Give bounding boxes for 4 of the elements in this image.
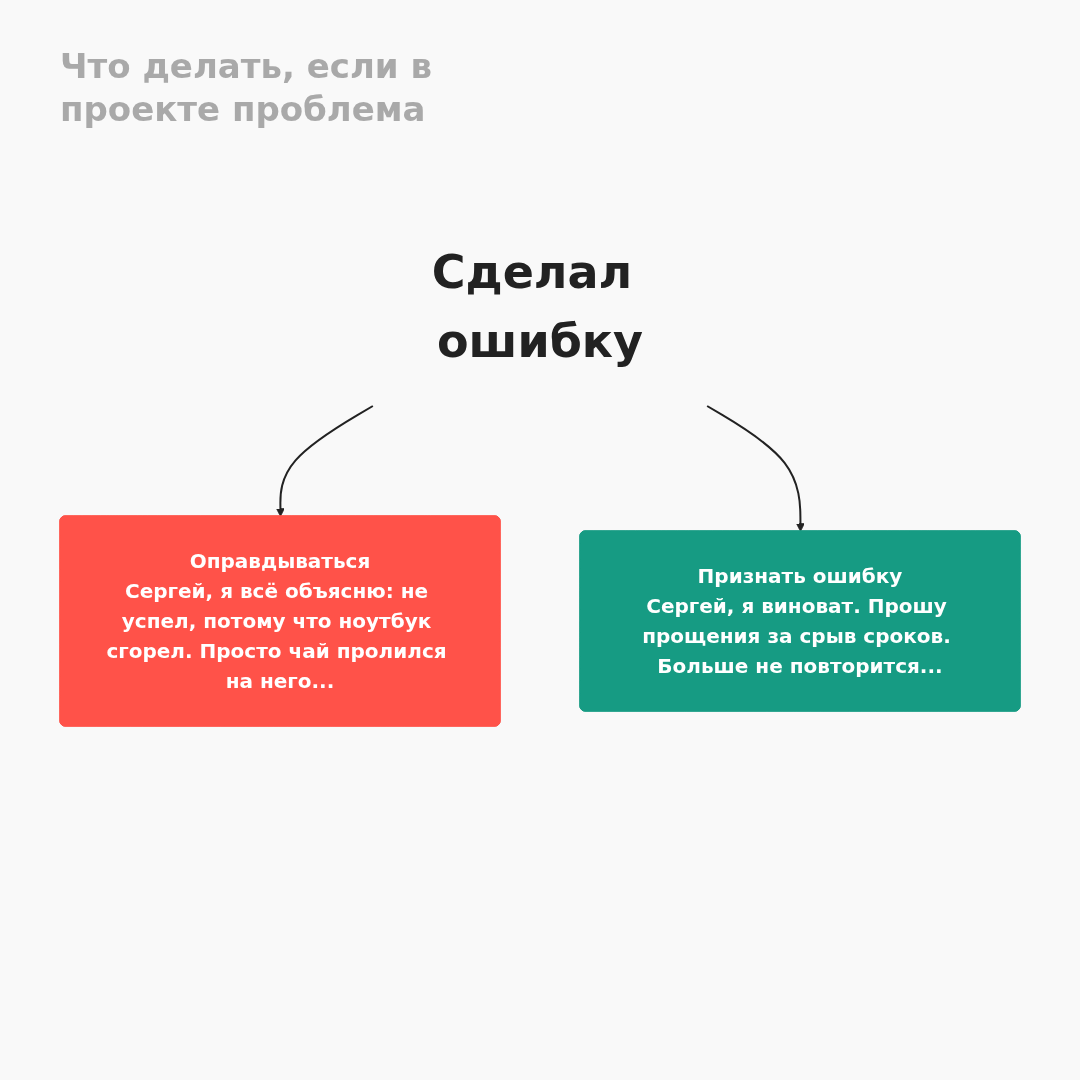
page-heading: Что делать, если в проекте проблема bbox=[60, 45, 433, 130]
node-text: Сделал ошибку bbox=[431, 245, 643, 368]
arrow bbox=[276, 405, 374, 517]
arrow bbox=[706, 405, 805, 532]
